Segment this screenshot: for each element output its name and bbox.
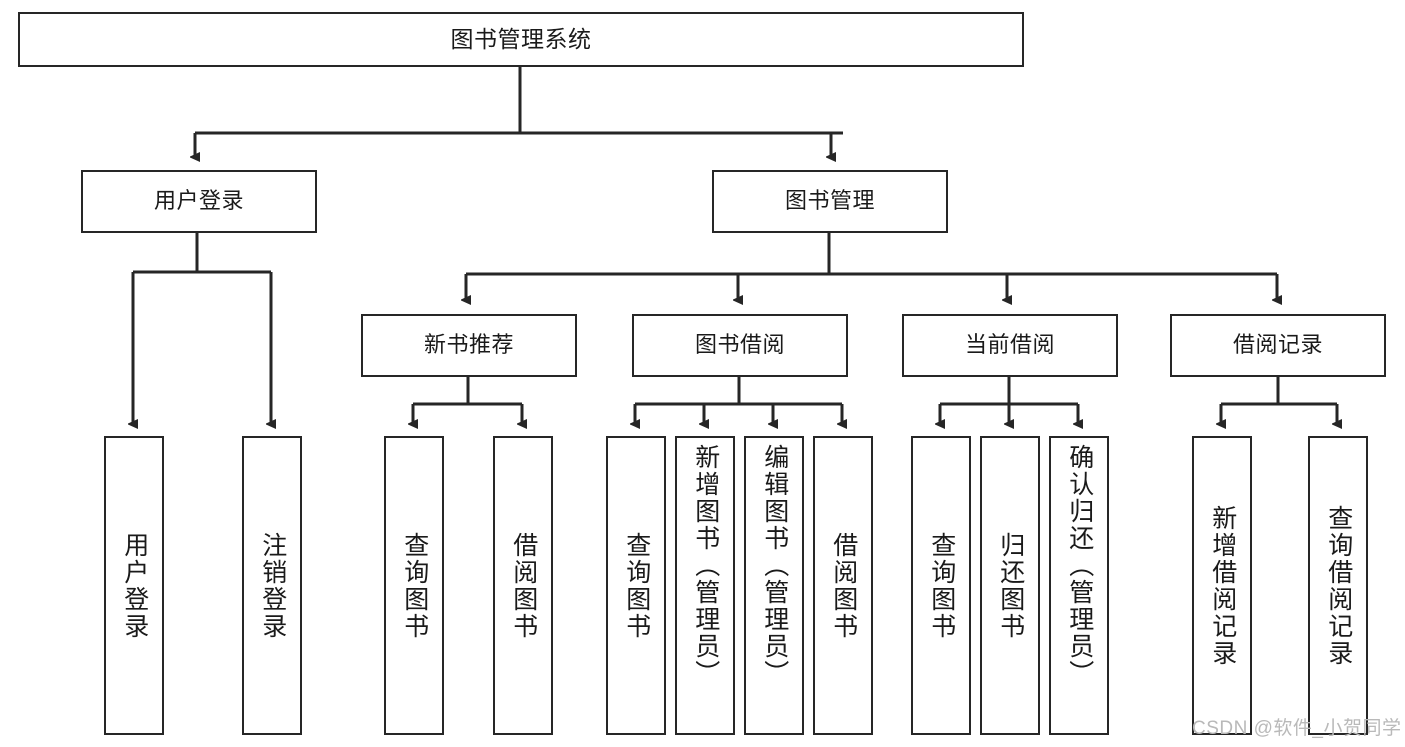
node-label: 新书推荐	[423, 332, 514, 358]
node-label: 图书借阅	[694, 332, 785, 358]
node-label: 借阅记录	[1232, 332, 1323, 358]
node-root-system[interactable]: 图书管理系统	[18, 12, 1024, 67]
node-label: 编辑图书（管理员）	[760, 444, 789, 687]
node-leaf-query-book-3[interactable]: 查询图书	[911, 436, 971, 735]
node-leaf-user-login[interactable]: 用户登录	[104, 436, 164, 735]
node-book-borrow[interactable]: 图书借阅	[632, 314, 848, 377]
node-label: 确认归还（管理员）	[1065, 444, 1094, 687]
node-leaf-borrow-book-1[interactable]: 借阅图书	[493, 436, 553, 735]
node-label: 查询图书	[622, 531, 651, 640]
node-label: 查询图书	[927, 531, 956, 640]
node-label: 注销登录	[258, 531, 287, 640]
node-leaf-add-book[interactable]: 新增图书（管理员）	[675, 436, 735, 735]
node-label: 图书管理	[784, 188, 875, 214]
node-label: 图书管理系统	[450, 25, 592, 52]
node-label: 当前借阅	[964, 332, 1055, 358]
watermark: CSDN @软件_小贺同学	[1192, 718, 1402, 739]
node-leaf-return-book[interactable]: 归还图书	[980, 436, 1040, 735]
node-new-book-recommend[interactable]: 新书推荐	[361, 314, 577, 377]
node-current-borrow[interactable]: 当前借阅	[902, 314, 1118, 377]
node-leaf-borrow-book-2[interactable]: 借阅图书	[813, 436, 873, 735]
node-label: 新增借阅记录	[1208, 504, 1237, 667]
node-label: 归还图书	[996, 531, 1025, 640]
node-label: 用户登录	[120, 531, 149, 640]
node-leaf-query-record[interactable]: 查询借阅记录	[1308, 436, 1368, 735]
node-leaf-query-book-1[interactable]: 查询图书	[384, 436, 444, 735]
node-user-login[interactable]: 用户登录	[81, 170, 317, 233]
node-label: 借阅图书	[829, 531, 858, 640]
node-leaf-confirm-return[interactable]: 确认归还（管理员）	[1049, 436, 1109, 735]
node-leaf-query-book-2[interactable]: 查询图书	[606, 436, 666, 735]
node-label: 新增图书（管理员）	[691, 444, 720, 687]
node-label: 查询借阅记录	[1324, 504, 1353, 667]
node-leaf-add-record[interactable]: 新增借阅记录	[1192, 436, 1252, 735]
node-label: 借阅图书	[509, 531, 538, 640]
node-label: 查询图书	[400, 531, 429, 640]
node-label: 用户登录	[153, 188, 244, 214]
node-book-management[interactable]: 图书管理	[712, 170, 948, 233]
node-borrow-record[interactable]: 借阅记录	[1170, 314, 1386, 377]
node-leaf-logout-login[interactable]: 注销登录	[242, 436, 302, 735]
node-leaf-edit-book[interactable]: 编辑图书（管理员）	[744, 436, 804, 735]
